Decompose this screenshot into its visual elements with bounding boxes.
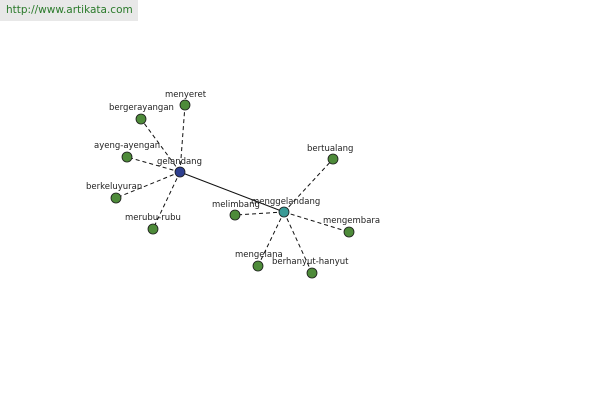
node-bertualang[interactable]: [327, 153, 339, 165]
edge-gelandang-berkeluyuran: [115, 171, 181, 199]
edge-gelandang-menggelandang: [179, 171, 285, 213]
node-mengembara[interactable]: [343, 226, 355, 238]
node-bergerayangan[interactable]: [135, 113, 147, 125]
edge-menggelandang-mengembara: [283, 211, 350, 233]
edge-menggelandang-mengelana: [257, 211, 285, 267]
edge-gelandang-bergerayangan: [140, 118, 181, 173]
node-label-ayeng-ayengan[interactable]: ayeng-ayengan: [94, 141, 160, 151]
node-menyeret[interactable]: [179, 99, 191, 111]
node-label-berhanyut-hanyut[interactable]: berhanyut-hanyut: [272, 257, 349, 267]
nodes-layer: [110, 99, 355, 279]
node-merubu-rubu[interactable]: [147, 223, 159, 235]
node-label-bergerayangan[interactable]: bergerayangan: [109, 103, 174, 113]
node-ayeng-ayengan[interactable]: [121, 151, 133, 163]
node-label-mengelana[interactable]: mengelana: [235, 250, 283, 260]
url-banner[interactable]: http://www.artikata.com: [0, 0, 138, 21]
node-label-menggelandang[interactable]: menggelandang: [251, 197, 320, 207]
node-label-berkeluyuran[interactable]: berkeluyuran: [86, 182, 142, 192]
node-berhanyut-hanyut[interactable]: [306, 267, 318, 279]
node-label-mengembara[interactable]: mengembara: [323, 216, 380, 226]
edge-menggelandang-bertualang: [283, 158, 334, 213]
edge-gelandang-ayeng-ayengan: [126, 156, 181, 173]
edge-menggelandang-melimbang: [234, 211, 285, 216]
labels-layer: gelandang menggelandang menyeret bergerayan…: [86, 90, 380, 267]
node-menggelandang[interactable]: [278, 206, 290, 218]
node-label-merubu-rubu[interactable]: merubu-rubu: [125, 213, 181, 223]
node-label-bertualang[interactable]: bertualang: [307, 144, 353, 154]
node-gelandang[interactable]: [174, 166, 186, 178]
node-label-menyeret[interactable]: menyeret: [165, 90, 207, 100]
edges-layer: [115, 104, 350, 274]
node-melimbang[interactable]: [229, 209, 241, 221]
site-url[interactable]: http://www.artikata.com: [6, 4, 133, 16]
node-mengelana[interactable]: [252, 260, 264, 272]
node-label-melimbang[interactable]: melimbang: [212, 200, 260, 210]
edge-gelandang-merubu-rubu: [152, 171, 181, 230]
node-label-gelandang[interactable]: gelandang: [157, 157, 202, 167]
node-berkeluyuran[interactable]: [110, 192, 122, 204]
